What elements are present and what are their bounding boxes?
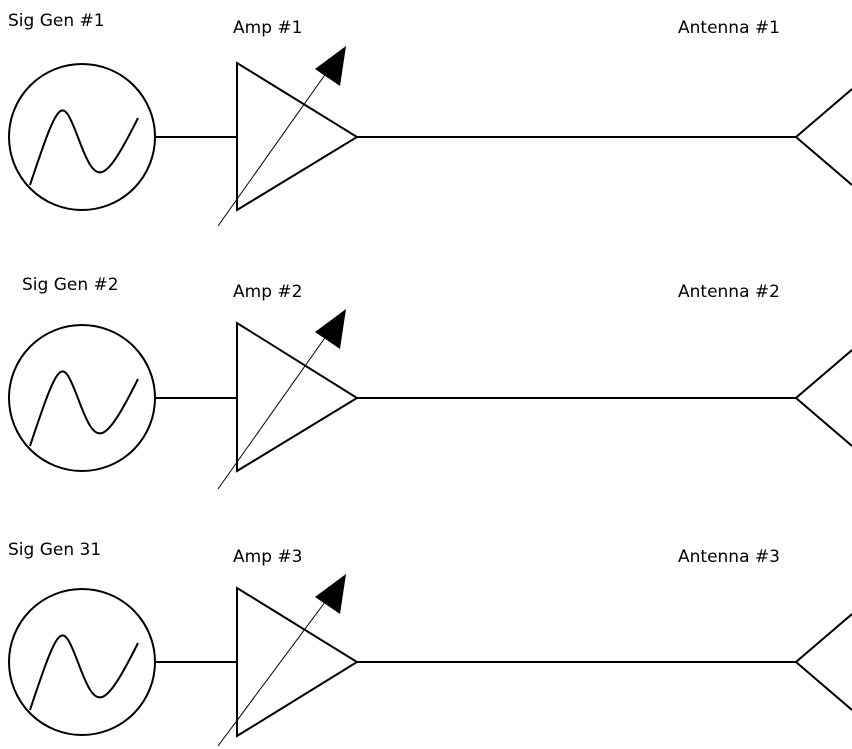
antenna-3-label: Antenna #3 (678, 547, 780, 567)
antenna-2-label: Antenna #2 (678, 282, 780, 302)
antenna-3-icon (794, 613, 852, 711)
signal-generator-1-icon (8, 63, 156, 211)
signal-generator-3-label: Sig Gen 31 (8, 540, 101, 560)
rf-chain-3: Sig Gen 31 Amp #3 Antenna #3 (8, 540, 852, 747)
signal-generator-2-label: Sig Gen #2 (22, 275, 119, 295)
rf-chain-2: Sig Gen #2 Amp #2 Antenna #2 (8, 275, 852, 490)
signal-generator-2-icon (8, 324, 156, 472)
signal-generator-3-icon (8, 588, 156, 736)
antenna-1-label: Antenna #1 (678, 18, 780, 38)
variable-amplifier-1-icon (217, 46, 359, 227)
amplifier-1-label: Amp #1 (233, 18, 302, 38)
variable-amplifier-2-icon (217, 309, 359, 490)
antenna-2-icon (794, 349, 852, 447)
signal-generator-1-label: Sig Gen #1 (8, 11, 105, 31)
amplifier-3-label: Amp #3 (233, 547, 302, 567)
variable-amplifier-3-icon (217, 574, 359, 747)
antenna-1-icon (794, 88, 852, 186)
rf-chain-1: Sig Gen #1 Amp #1 Antenna #1 (8, 11, 852, 227)
amplifier-2-label: Amp #2 (233, 282, 302, 302)
